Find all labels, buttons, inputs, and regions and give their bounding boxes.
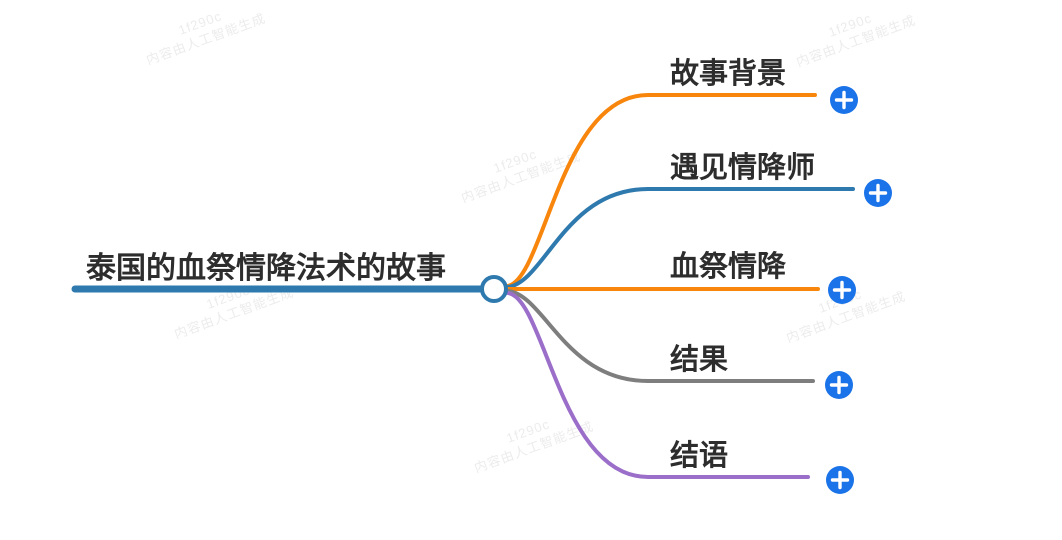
branch-topic-label-4[interactable]: 结果: [670, 344, 729, 376]
branch-topic-label-2[interactable]: 遇见情降师: [670, 152, 816, 184]
branch-line-1: [506, 93, 817, 288]
plus-icon: [829, 375, 849, 395]
branch-line-5: [506, 291, 810, 479]
plus-icon: [830, 470, 850, 490]
expand-button-3[interactable]: [828, 276, 856, 304]
branch-line-2: [506, 187, 855, 289]
expand-button-4[interactable]: [825, 371, 853, 399]
branch-topic-label-5[interactable]: 结语: [670, 440, 729, 472]
root-topic-label[interactable]: 泰国的血祭情降法术的故事: [86, 252, 446, 285]
plus-icon: [868, 183, 888, 203]
expand-button-1[interactable]: [830, 86, 858, 114]
expand-button-2[interactable]: [864, 179, 892, 207]
root-node-handle[interactable]: [480, 275, 508, 303]
branch-topic-label-3[interactable]: 血祭情降: [670, 251, 787, 283]
expand-button-5[interactable]: [826, 466, 854, 494]
plus-icon: [832, 280, 852, 300]
plus-icon: [834, 90, 854, 110]
branch-line-4: [506, 289, 815, 383]
branch-topic-label-1[interactable]: 故事背景: [670, 58, 787, 90]
